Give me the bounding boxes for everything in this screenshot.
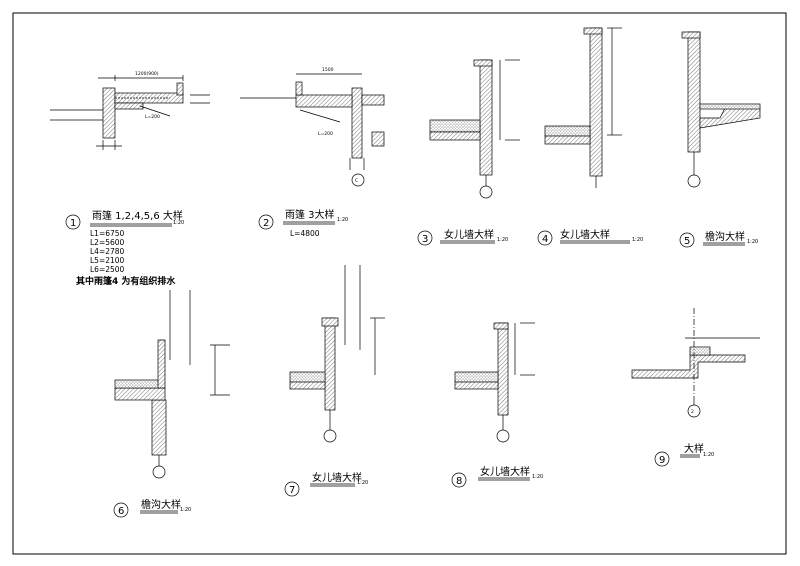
detail-9-scale: 1:20 — [703, 452, 714, 458]
detail-2-scale: 1:20 — [337, 217, 348, 223]
detail-1-title: 雨篷 1,2,4,5,6 大样 — [92, 209, 183, 222]
caption-detail-2 — [258, 214, 335, 230]
detail-2-span-dim: 1500 — [322, 67, 334, 73]
caption-detail-3 — [417, 230, 495, 246]
detail-1-length-2: L4=2780 — [90, 247, 125, 256]
detail-5-title: 檐沟大样 — [705, 230, 745, 243]
detail-4-number: 4 — [542, 234, 548, 245]
detail-7-title: 女儿墙大样 — [312, 471, 362, 484]
detail-6-gutter — [114, 290, 230, 479]
detail-4-scale: 1:20 — [632, 237, 643, 243]
caption-detail-4 — [537, 230, 630, 246]
detail-3-parapet — [429, 59, 520, 199]
detail-1-length-dim: L=200 — [145, 114, 160, 120]
detail-2-title: 雨篷 3大样 — [285, 208, 335, 221]
detail-8-number: 8 — [456, 476, 462, 487]
detail-1-length-3: L5=2100 — [90, 256, 125, 265]
detail-2-number: 2 — [263, 218, 269, 229]
detail-2-length-dim: L=200 — [318, 131, 333, 137]
detail-4-title: 女儿墙大样 — [560, 228, 610, 241]
detail-8-title: 女儿墙大样 — [480, 465, 530, 478]
detail-3-scale: 1:20 — [497, 237, 508, 243]
detail-8-parapet — [454, 322, 535, 443]
detail-2-axis-bubble — [351, 173, 365, 187]
detail-3-number: 3 — [422, 234, 428, 245]
detail-1-length-1: L2=5600 — [90, 238, 125, 247]
caption-detail-6 — [113, 502, 178, 518]
detail-5-number: 5 — [684, 236, 690, 247]
detail-1-number: 1 — [70, 218, 76, 229]
detail-6-title: 檐沟大样 — [141, 498, 181, 511]
caption-detail-7 — [284, 481, 355, 497]
detail-2-axis-label: C — [355, 178, 358, 184]
caption-detail-1 — [65, 214, 172, 230]
detail-1-scale: 1:20 — [173, 220, 184, 226]
detail-7-scale: 1:20 — [357, 480, 368, 486]
detail-1-length-0: L1=6750 — [90, 229, 125, 238]
detail-1-remark: 其中雨篷4 为有组织排水 — [76, 275, 176, 287]
detail-4-parapet — [544, 27, 622, 188]
detail-8-scale: 1:20 — [532, 474, 543, 480]
detail-9-axis-label: 2 — [691, 409, 694, 415]
detail-7-number: 7 — [289, 485, 295, 496]
detail-7-parapet — [289, 265, 385, 443]
detail-9-title: 大样 — [684, 442, 704, 455]
detail-9-section — [631, 308, 760, 418]
detail-1-length-4: L6=2500 — [90, 265, 125, 274]
detail-6-scale: 1:20 — [180, 507, 191, 513]
caption-detail-8 — [451, 472, 530, 488]
detail-1-canopy — [50, 75, 210, 150]
detail-3-title: 女儿墙大样 — [444, 228, 494, 241]
detail-5-gutter — [681, 31, 761, 188]
detail-2-canopy — [240, 73, 385, 187]
detail-5-scale: 1:20 — [747, 239, 758, 245]
drawing-frame — [12, 12, 787, 555]
detail-1-span-dim: 1200(900) — [135, 71, 159, 77]
detail-2-length-0: L=4800 — [290, 229, 320, 238]
detail-9-axis-bubble — [687, 404, 701, 418]
detail-9-number: 9 — [659, 455, 665, 466]
caption-detail-9 — [654, 451, 700, 467]
caption-detail-5 — [679, 232, 745, 248]
detail-6-number: 6 — [118, 506, 124, 517]
